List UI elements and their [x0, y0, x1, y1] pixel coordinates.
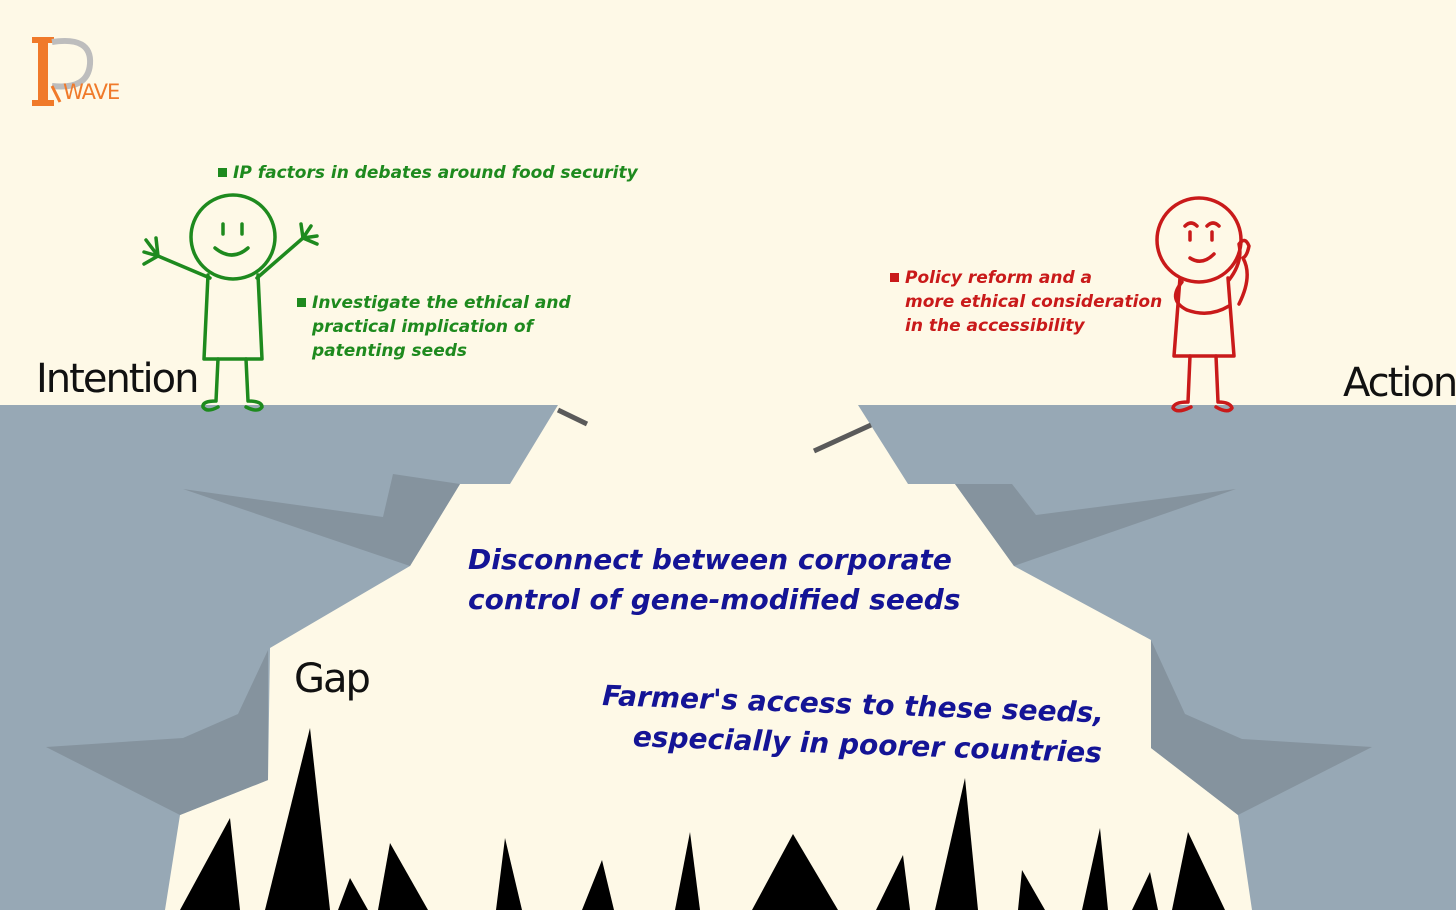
right-bridge-stub [812, 422, 873, 454]
gap-spikes [180, 728, 1225, 910]
worried-stick-figure [1155, 196, 1251, 413]
gap-label: Gap [294, 656, 371, 702]
left-cliff-crack-upper [183, 474, 460, 566]
disconnect-text: Disconnect between corporate control of … [468, 543, 961, 616]
intention-label: Intention [36, 356, 199, 402]
left-cliff [0, 405, 558, 910]
action-label: Action [1343, 360, 1456, 406]
right-cliff-crack-lower [1151, 640, 1372, 815]
logo-mark [32, 37, 94, 106]
bullet-icon [297, 298, 306, 307]
logo-wave-text: WAVE [63, 80, 120, 104]
intention-point-top: IP factors in debates around food securi… [218, 161, 638, 185]
intention-point-ethics: Investigate the ethical and practical im… [297, 291, 571, 363]
left-bridge-stub [556, 407, 589, 427]
right-cliff-crack-upper [955, 484, 1236, 566]
happy-stick-figure [142, 193, 319, 412]
action-point-policy: Policy reform and a more ethical conside… [890, 266, 1162, 338]
left-cliff-crack-lower [46, 650, 268, 815]
bullet-icon [218, 168, 227, 177]
bullet-icon [890, 273, 899, 282]
